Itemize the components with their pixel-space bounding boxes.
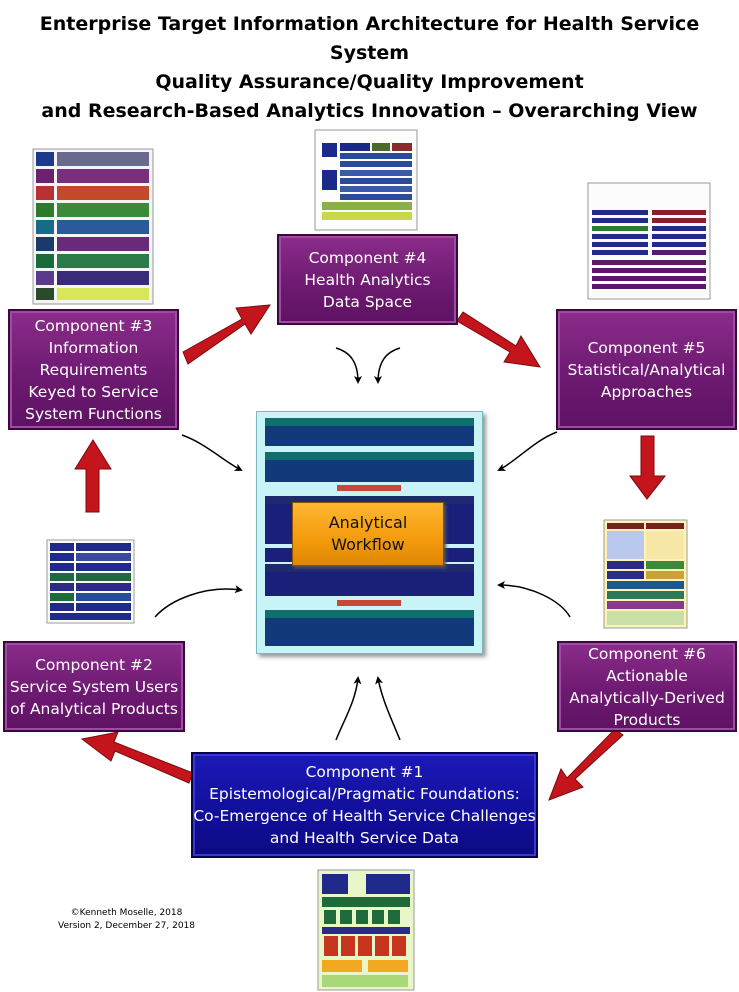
thumbnail-c6-document: [603, 519, 688, 629]
title-line-2: Quality Assurance/Quality Improvement: [155, 71, 584, 93]
component-4-label: Component #4 Health Analytics Data Space: [304, 248, 431, 311]
curved-arrow-c6: [497, 581, 571, 618]
red-arrow-c5-to-c6: [629, 435, 667, 500]
diagram-title: Enterprise Target Information Architectu…: [0, 10, 739, 126]
component-3-box: Component #3 Information Requirements Ke…: [8, 309, 179, 430]
red-arrow-c4-to-c5: [456, 311, 541, 368]
version-line: Version 2, December 27, 2018: [58, 921, 196, 931]
curved-arrow-c1-left: [335, 676, 362, 741]
copyright-line: ©Kenneth Moselle, 2018: [70, 908, 183, 918]
curved-arrow-c4-left: [335, 347, 362, 384]
component-5-box: Component #5 Statistical/Analytical Appr…: [556, 309, 737, 430]
component-6-box: Component #6 Actionable Analytically-Der…: [557, 641, 737, 732]
component-6-label: Component #6 Actionable Analytically-Der…: [569, 644, 725, 729]
thumbnail-c3-document: [32, 148, 154, 305]
component-2-box: Component #2 Service System Users of Ana…: [3, 641, 185, 732]
component-5-label: Component #5 Statistical/Analytical Appr…: [567, 338, 726, 401]
curved-arrow-c1-right: [375, 676, 401, 741]
component-2-label: Component #2 Service System Users of Ana…: [9, 655, 179, 718]
component-3-label: Component #3 Information Requirements Ke…: [25, 316, 162, 423]
curved-arrow-c3: [181, 434, 243, 471]
thumbnail-c5-document: [587, 182, 711, 300]
red-arrow-c3-to-c4: [182, 304, 271, 365]
component-4-box: Component #4 Health Analytics Data Space: [277, 234, 458, 325]
title-line-3: and Research-Based Analytics Innovation …: [41, 100, 698, 122]
component-1-box: Component #1 Epistemological/Pragmatic F…: [191, 752, 538, 858]
analytical-workflow-text: Analytical Workflow: [328, 513, 408, 554]
red-arrow-c1-to-c2: [80, 731, 194, 784]
curved-arrow-c5: [497, 431, 558, 471]
component-1-label: Component #1 Epistemological/Pragmatic F…: [193, 763, 536, 847]
thumbnail-c1-document: [317, 869, 415, 991]
title-line-1: Enterprise Target Information Architectu…: [39, 13, 700, 64]
red-arrow-c2-to-c3: [74, 439, 112, 513]
red-arrow-c6-to-c1: [548, 728, 624, 801]
copyright-credit: ©Kenneth Moselle, 2018 Version 2, Decemb…: [58, 907, 195, 933]
curved-arrow-c4-right: [374, 347, 401, 384]
analytical-workflow-label: Analytical Workflow: [292, 502, 444, 566]
curved-arrow-c2: [154, 585, 243, 618]
thumbnail-c2-document: [46, 539, 135, 624]
thumbnail-c4-document: [314, 129, 418, 231]
